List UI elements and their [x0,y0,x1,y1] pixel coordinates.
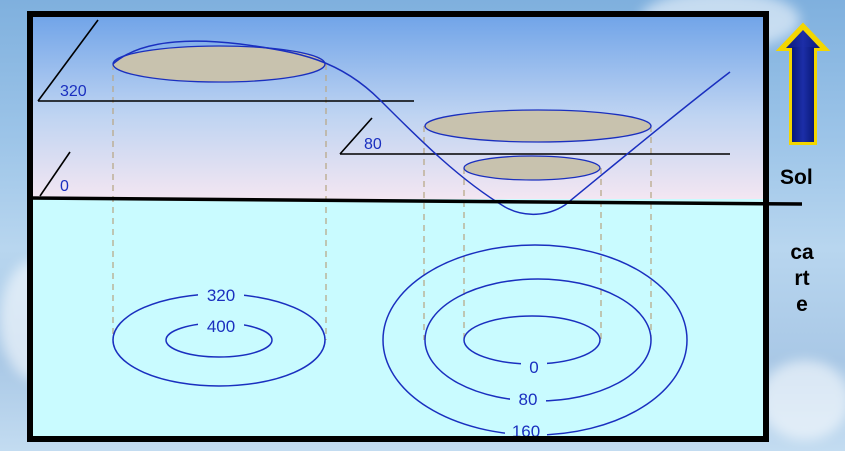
profile-label-320: 320 [60,83,87,100]
terrain-profile [112,40,731,216]
section-planes [37,19,730,197]
profile-label-0: 0 [60,178,69,195]
up-arrow-icon [775,22,831,145]
contour-label-0: 0 [529,358,538,377]
sol-label: Sol [780,166,813,189]
carte-label: carte [790,241,814,316]
contour-label-80: 80 [519,390,538,409]
label-masks [198,284,547,439]
profile-label-80: 80 [364,136,382,153]
profile-panel [30,14,766,199]
diagram-frame [27,11,769,442]
ground-line [29,196,803,206]
contour-label-400: 400 [207,317,235,336]
slice-320 [112,45,326,83]
cloud-decoration [760,360,845,440]
slice-fills [112,45,652,181]
map-panel [30,199,766,439]
slice-0 [463,155,601,181]
slice-80 [424,109,652,143]
contour-label-320: 320 [207,286,235,305]
